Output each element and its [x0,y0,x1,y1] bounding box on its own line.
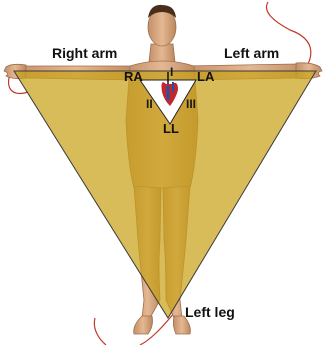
label-left-arm: Left arm [224,46,279,60]
label-lead-ii: II [146,98,153,110]
label-lead-i: I [170,66,173,78]
label-ra: RA [124,70,143,83]
label-lead-iii: III [186,98,196,110]
label-right-arm: Right arm [52,46,117,60]
label-ll: LL [163,122,179,135]
label-left-leg: Left leg [185,305,235,319]
leg-wire-right [94,318,106,345]
label-la: LA [197,70,214,83]
